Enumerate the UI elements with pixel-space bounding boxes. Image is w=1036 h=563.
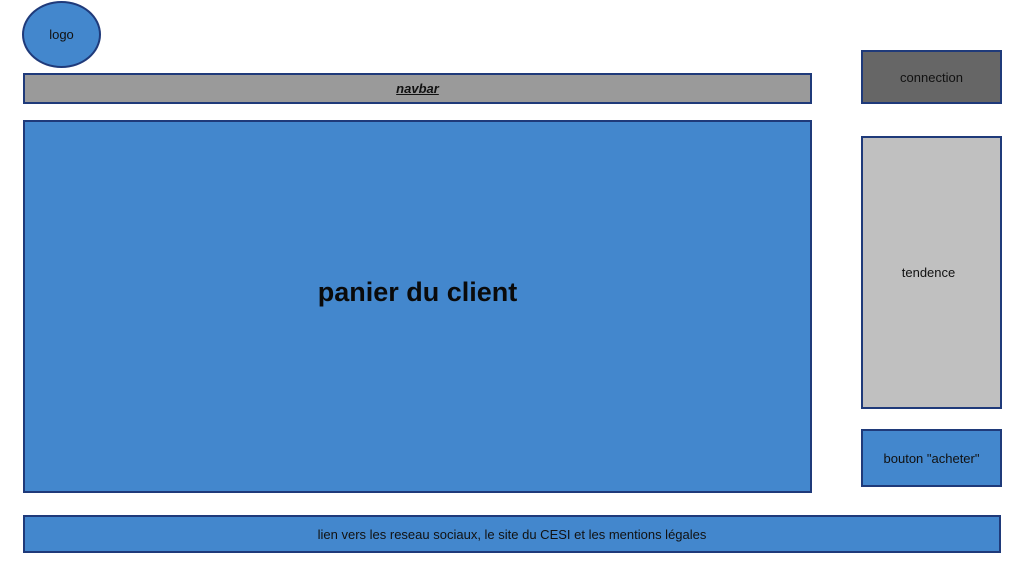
connection-button[interactable]: connection (861, 50, 1002, 104)
footer-label: lien vers les reseau sociaux, le site du… (317, 526, 707, 542)
footer-links-bar[interactable]: lien vers les reseau sociaux, le site du… (23, 515, 1001, 553)
buy-button[interactable]: bouton "acheter" (861, 429, 1002, 487)
client-cart-panel: panier du client (23, 120, 812, 493)
buy-button-label: bouton "acheter" (883, 450, 980, 466)
client-cart-label: panier du client (317, 277, 518, 307)
navbar-placeholder[interactable]: navbar (23, 73, 812, 104)
navbar-label: navbar (396, 81, 439, 96)
logo-placeholder[interactable]: logo (22, 1, 101, 68)
logo-label: logo (49, 27, 74, 42)
trend-label: tendence (901, 265, 956, 280)
connection-label: connection (900, 69, 963, 85)
trend-panel: tendence (861, 136, 1002, 409)
